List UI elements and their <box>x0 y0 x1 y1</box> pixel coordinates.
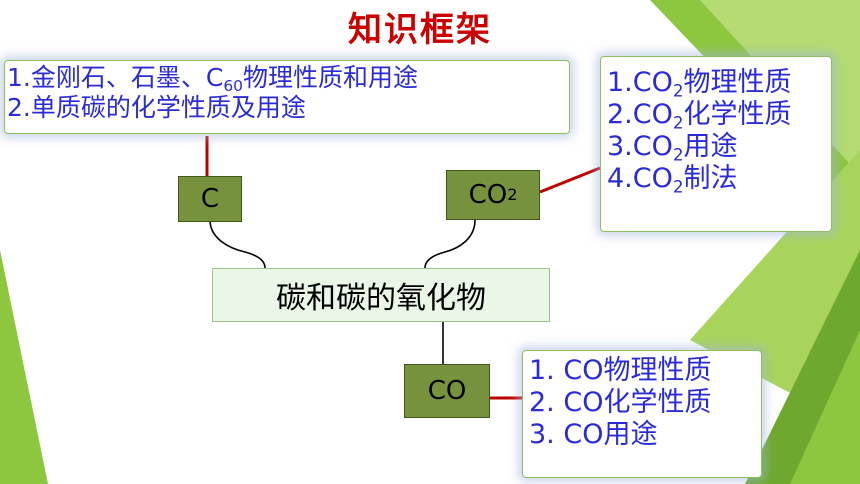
deco-triangle-left <box>0 250 48 484</box>
panel-co2-item: 1.CO2物理性质 <box>607 67 792 101</box>
connector-co2-to-center <box>424 219 476 269</box>
panel-co-item: 2. CO化学性质 <box>529 386 712 418</box>
deco-triangle-bottom-right-light <box>790 330 860 484</box>
page-title: 知识框架 <box>348 10 492 50</box>
connector-c-to-center <box>209 219 266 269</box>
panel-co-properties: 1. CO物理性质 2. CO化学性质 3. CO用途 <box>522 350 762 478</box>
red-line-co2-to-panel <box>539 166 601 194</box>
node-carbon-and-oxides: 碳和碳的氧化物 <box>212 268 550 322</box>
node-carbon: C <box>178 176 242 222</box>
panel-carbon-properties: 1.金刚石、石墨、C60物理性质和用途 2.单质碳的化学性质及用途 <box>4 60 570 134</box>
panel-co2-properties: 1.CO2物理性质 2.CO2化学性质 3.CO2用途 4.CO2制法 <box>600 56 832 232</box>
panel-co2-item: 4.CO2制法 <box>607 162 738 196</box>
panel-carbon-line-1: 1.金刚石、石墨、C60物理性质和用途 <box>7 63 419 95</box>
panel-co-item: 3. CO用途 <box>529 418 658 450</box>
panel-co-item: 1. CO物理性质 <box>529 355 712 386</box>
panel-co2-item: 2.CO2化学性质 <box>607 98 792 133</box>
panel-co2-item: 3.CO2用途 <box>607 130 738 165</box>
node-co: CO <box>404 364 490 418</box>
panel-carbon-line-2: 2.单质碳的化学性质及用途 <box>7 92 306 122</box>
